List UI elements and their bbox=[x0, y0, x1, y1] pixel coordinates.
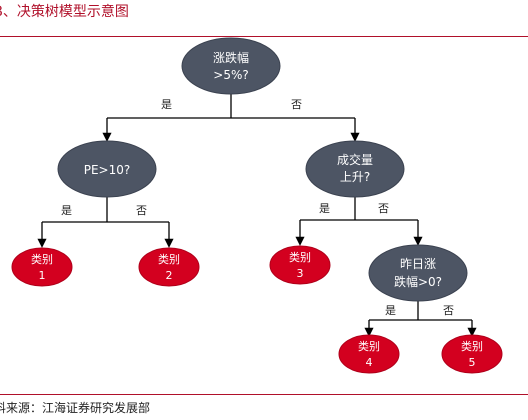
node-yesterday: 昨日涨 跌幅>0? bbox=[368, 244, 468, 302]
leaf-1-line2: 1 bbox=[39, 269, 46, 282]
edges-yesterday: 是 否 bbox=[364, 300, 477, 337]
leaf-4: 类别 4 bbox=[338, 334, 400, 374]
node-pe: PE>10? bbox=[57, 140, 157, 198]
leaf-2-line2: 2 bbox=[166, 269, 173, 282]
leaf-3-line2: 3 bbox=[297, 267, 304, 280]
node-root-shape bbox=[181, 37, 281, 95]
edge-label-pe-yes: 是 bbox=[61, 204, 72, 217]
edge-label-yesterday-yes: 是 bbox=[385, 304, 396, 317]
edge-label-pe-no: 否 bbox=[136, 204, 147, 217]
node-volume-line2: 上升? bbox=[340, 170, 370, 184]
node-volume: 成交量 上升? bbox=[305, 140, 405, 198]
node-yesterday-line2: 跌幅>0? bbox=[394, 274, 442, 289]
leaf-3: 类别 3 bbox=[269, 245, 331, 285]
leaf-5-shape bbox=[441, 334, 503, 374]
node-yesterday-shape bbox=[368, 244, 468, 302]
leaf-3-line1: 类别 bbox=[289, 250, 311, 264]
node-root: 涨跌幅 >5%? bbox=[181, 37, 281, 95]
edges-pe: 是 否 bbox=[37, 196, 174, 248]
leaf-1: 类别 1 bbox=[11, 247, 73, 287]
leaf-2-shape bbox=[138, 247, 200, 287]
edge-label-volume-yes: 是 bbox=[319, 202, 330, 215]
node-root-line2: >5%? bbox=[213, 68, 248, 82]
edges-volume: 是 否 bbox=[295, 196, 423, 246]
edges-root: 是 否 bbox=[102, 94, 360, 142]
edge-label-yesterday-no: 否 bbox=[443, 304, 454, 317]
node-volume-shape bbox=[305, 140, 405, 198]
edge-label-root-no: 否 bbox=[291, 98, 302, 111]
node-volume-line1: 成交量 bbox=[337, 152, 373, 167]
node-pe-line1: PE>10? bbox=[84, 163, 131, 177]
leaf-4-shape bbox=[338, 334, 400, 374]
leaf-4-line2: 4 bbox=[366, 356, 373, 369]
leaf-4-line1: 类别 bbox=[358, 339, 380, 353]
edge-label-root-yes: 是 bbox=[161, 98, 172, 111]
edge-label-volume-no: 否 bbox=[378, 202, 389, 215]
figure-caption: 8、决策树模型示意图 bbox=[0, 4, 129, 20]
source-note: 料来源：江海证券研究发展部 bbox=[0, 401, 151, 415]
leaf-1-shape bbox=[11, 247, 73, 287]
leaf-5: 类别 5 bbox=[441, 334, 503, 374]
leaf-3-shape bbox=[269, 245, 331, 285]
node-pe-shape bbox=[57, 140, 157, 198]
leaf-5-line1: 类别 bbox=[461, 339, 483, 353]
leaf-5-line2: 5 bbox=[469, 356, 476, 369]
leaf-2: 类别 2 bbox=[138, 247, 200, 287]
node-root-line1: 涨跌幅 bbox=[213, 50, 249, 65]
leaf-2-line1: 类别 bbox=[158, 252, 180, 266]
top-divider bbox=[0, 36, 528, 37]
leaf-1-line1: 类别 bbox=[31, 252, 53, 266]
bottom-divider bbox=[0, 394, 528, 395]
node-yesterday-line1: 昨日涨 bbox=[400, 256, 436, 271]
